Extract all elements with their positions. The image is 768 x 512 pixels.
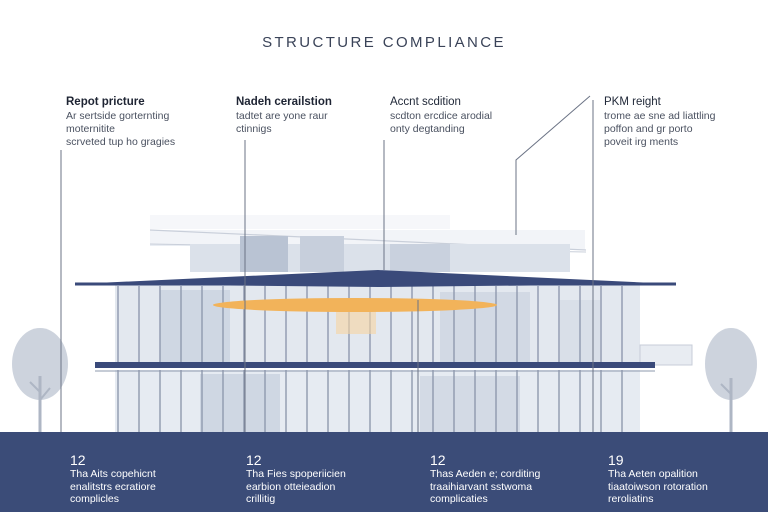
highlight-glow [336,312,376,334]
floor-slab [95,362,655,368]
callout-structure: Nadeh cerailstion tadtet are yone raur c… [236,95,386,136]
callout-title: Accnt scdition [390,96,461,108]
callout-text: scdton ercdice arodial onty degtanding [390,110,493,135]
stat-text: Tha Fies spoperiicien earbion otteieadio… [246,468,346,505]
stat-number: 19 [608,452,624,468]
callout-text: trome ae sne ad liattling poffon and gr … [604,110,716,148]
tree-right-icon [705,328,757,432]
callout-title: Nadeh cerailstion [236,96,332,108]
callout-pkm-height: PKM reight trome ae sne ad liattling pof… [604,95,754,149]
callout-report-picture: Repot pricture Ar sertside gorternting m… [66,95,216,149]
stats-band [0,432,768,512]
stat-4: 19 Tha Aeten opalition tiaatoiwson rotor… [608,452,768,506]
upper-volume [149,215,587,272]
stat-text: Thas Aeden e; corditing traaihiarvant ss… [430,468,541,505]
tree-left-icon [12,328,68,432]
callout-text: tadtet are yone raur ctinnigs [236,110,328,135]
page-title: STRUCTURE COMPLIANCE [262,34,506,51]
stat-text: Tha Aeten opalition tiaatoiwson rotorati… [608,468,708,505]
stat-1: 12 Tha Aits copehicnt enalitstrs ecratio… [70,452,240,506]
stat-2: 12 Tha Fies spoperiicien earbion otteiea… [246,452,416,506]
highlight-band [213,298,497,312]
callout-title: PKM reight [604,96,661,108]
stat-number: 12 [430,452,446,468]
callout-accent-condition: Accnt scdition scdton ercdice arodial on… [390,95,540,136]
glass-mullions [117,286,623,432]
stat-text: Tha Aits copehicnt enalitstrs ecratiore … [70,468,156,505]
stat-number: 12 [246,452,262,468]
stat-3: 12 Thas Aeden e; corditing traaihiarvant… [430,452,600,506]
callout-text: Ar sertside gorternting moternitite scrv… [66,110,176,148]
stat-number: 12 [70,452,86,468]
callout-title: Repot pricture [66,96,145,108]
